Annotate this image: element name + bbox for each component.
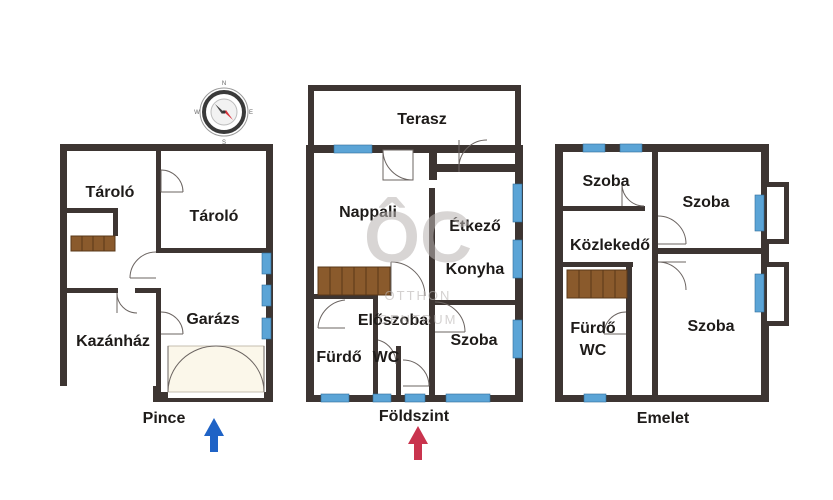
room-label-nappali: Nappali (339, 204, 397, 221)
emelet-stairs (566, 269, 628, 299)
room-label-konyha: Konyha (446, 261, 505, 278)
door (116, 292, 138, 314)
door (377, 339, 397, 365)
room-label-kazanhaz: Kazánház (76, 333, 150, 350)
entrance-arrow-foldszint (408, 426, 428, 460)
room-label-taroló-right: Tároló (190, 208, 239, 225)
room-label-szoba-small: Szoba (582, 173, 629, 190)
compass-icon: N E S W (194, 81, 253, 146)
door (621, 183, 645, 207)
room-label-wc: WC (373, 349, 400, 366)
garage-door (167, 345, 265, 393)
terrace-door (458, 139, 488, 172)
watermark-line2: CENTRUM (379, 312, 458, 327)
room-label-szoba: Szoba (450, 332, 497, 349)
door (129, 251, 157, 279)
door (390, 261, 426, 297)
compass-letter-s: S (222, 140, 226, 146)
room-label-etkezo: Étkező (449, 216, 501, 235)
door (402, 359, 430, 387)
door (603, 311, 627, 335)
room-label-kozlekedo: Közlekedő (570, 237, 650, 254)
room-label-garazs: Garázs (186, 311, 239, 328)
door (317, 299, 346, 329)
room-label-szoba-bottom-right: Szoba (687, 318, 734, 335)
door (657, 215, 687, 245)
terrace-door (382, 149, 414, 181)
compass-letter-w: W (194, 110, 200, 116)
room-label-eloszoba: Előszoba (358, 312, 428, 329)
entrance-arrow-pince (204, 418, 224, 452)
door (657, 261, 687, 291)
foldszint-stairs (317, 266, 391, 296)
room-label-wc-emelet: WC (580, 342, 607, 359)
emelet-plan: Szoba Szoba Közlekedő Fürdő WC Szoba (555, 143, 789, 403)
room-label-furdo-emelet: Fürdő (570, 320, 616, 337)
floor-label-pince: Pince (143, 410, 186, 427)
pince-stairs (70, 235, 116, 252)
door (160, 311, 184, 335)
compass-letter-n: N (222, 81, 226, 87)
door (160, 169, 184, 193)
watermark-logo-mark: ÔC (364, 197, 472, 278)
room-label-szoba-top-right: Szoba (682, 194, 729, 211)
foldszint-plan: Terasz Nappali Étkező Konyha Előszoba Sz… (306, 85, 523, 403)
pince-plan: Tároló Tároló Kazánház Garázs (60, 144, 273, 402)
room-label-furdo: Fürdő (316, 349, 362, 366)
compass-letter-e: E (249, 110, 253, 116)
watermark-logo: ÔC OTTHON CENTRUM (364, 197, 472, 327)
door (434, 301, 466, 333)
room-label-taroló-left: Tároló (86, 184, 135, 201)
floor-label-emelet: Emelet (637, 410, 690, 427)
watermark-line1: OTTHON (385, 288, 452, 303)
room-label-terasz: Terasz (397, 111, 447, 128)
floor-label-foldszint: Földszint (379, 408, 450, 425)
